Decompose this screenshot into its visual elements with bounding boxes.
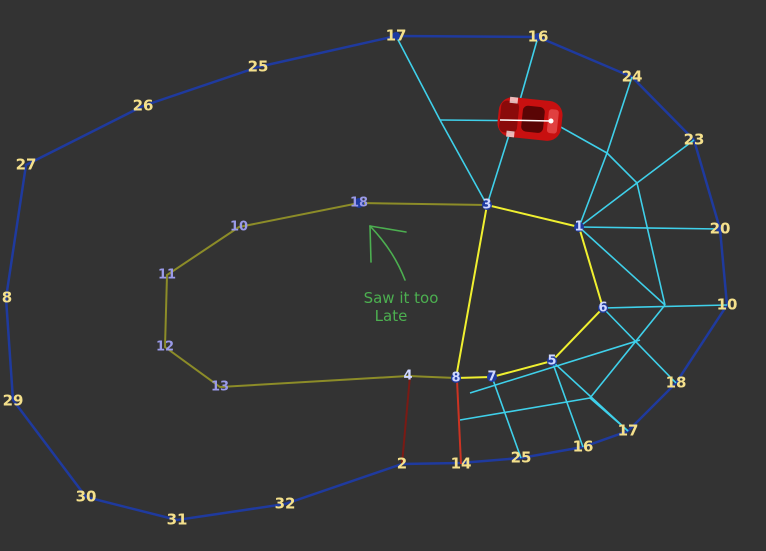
outer-label: 25 (248, 58, 269, 76)
node-label: 3 (482, 198, 491, 213)
outer-label: 18 (666, 374, 687, 392)
outer-label: 32 (275, 495, 296, 513)
annotation-line-1: Saw it too (364, 289, 439, 307)
outer-label: 20 (710, 220, 731, 238)
red-race-car-icon (497, 96, 563, 141)
car-heading-line (499, 119, 552, 122)
outer-label: 14 (451, 455, 472, 473)
outer-label: 29 (3, 392, 24, 410)
node-label: 8 (451, 371, 460, 386)
outer-track-line (4, 34, 729, 522)
outer-label: 16 (573, 438, 594, 456)
cyan-mesh (395, 35, 728, 459)
inner-label: 12 (156, 340, 174, 355)
outer-label: 31 (167, 511, 188, 529)
outer-label: 24 (622, 68, 643, 86)
node-markers (354, 32, 724, 383)
outer-label: 27 (16, 156, 37, 174)
red-line-right (456, 379, 462, 465)
inner-label: 11 (158, 268, 176, 283)
outer-label: 2 (397, 455, 407, 473)
inner-label: 10 (230, 220, 248, 235)
node-label: 1 (574, 220, 583, 235)
outer-label: 23 (684, 131, 705, 149)
outer-label: 17 (386, 27, 407, 45)
outer-label: 16 (528, 28, 549, 46)
outer-label: 8 (2, 289, 12, 307)
outer-label: 26 (133, 97, 154, 115)
car-center-dot (548, 118, 554, 124)
node-label: 7 (487, 370, 496, 385)
outer-label: 25 (511, 449, 532, 467)
node-label: 6 (598, 301, 607, 316)
outer-label: 10 (717, 296, 738, 314)
node-label: 5 (547, 354, 556, 369)
red-line-left (401, 375, 411, 465)
outer-label: 30 (76, 488, 97, 506)
hand-drawn-arrow-icon (369, 225, 407, 281)
inner-label: 13 (211, 380, 229, 395)
annotation-line-2: Late (375, 307, 408, 325)
inner-label: 18 (350, 196, 368, 211)
inner-track-line (163, 201, 488, 389)
outer-label: 17 (618, 422, 639, 440)
node-label: 4 (403, 369, 412, 384)
